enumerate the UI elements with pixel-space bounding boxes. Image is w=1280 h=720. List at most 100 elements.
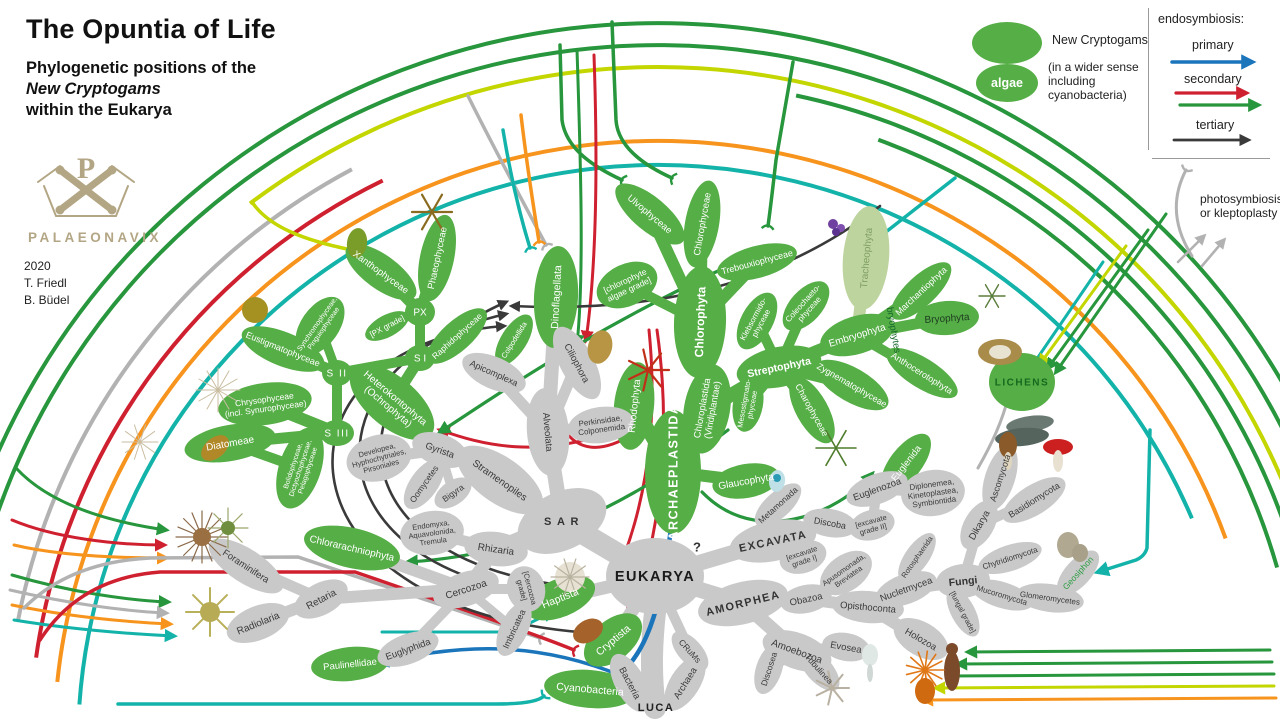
line-g2	[964, 645, 1272, 659]
arc-ch	[248, 65, 1280, 481]
pad-mesostigmato-phyceae	[732, 376, 764, 432]
label-eukarya: EUKARYA	[615, 569, 695, 585]
human-head-icon	[946, 643, 958, 655]
pad-apusomonada-breviatea	[820, 550, 872, 596]
label-alveolata: Alveolata	[540, 412, 554, 453]
fly-agaric-stem-icon	[1053, 450, 1063, 472]
pad-glaucophyta	[712, 463, 780, 499]
pad-metamonada	[754, 483, 802, 527]
legend-endosymbiosis-title: endosymbiosis:	[1158, 12, 1245, 26]
credit-author1: T. Friedl	[24, 275, 67, 290]
pad-holozoa	[893, 617, 949, 661]
fly-agaric-cap-icon	[1043, 439, 1073, 455]
line-g2	[1053, 212, 1168, 376]
pad-perkinsidae-colponemida	[568, 406, 634, 444]
arc-rd	[34, 178, 384, 658]
legend-divider	[1148, 8, 1149, 150]
subtitle-line2: New Cryptogams	[26, 80, 161, 99]
line-g2	[10, 573, 172, 609]
label-endomyxa-aquavolonida-tremula: Endomyxa,Aquavolonida,Tremula	[407, 517, 458, 549]
radiolarian-body-icon	[193, 528, 211, 546]
subtitle-line1: Phylogenetic positions of the	[26, 59, 257, 77]
legend-new-cryptogams-swatch	[972, 22, 1042, 64]
label-px: PX	[413, 308, 427, 319]
line-gy	[22, 555, 546, 646]
line-g2	[571, 48, 585, 348]
pad-glomeromycetes	[1016, 583, 1084, 613]
pad-radiolaria	[226, 602, 290, 644]
pad-phaeophyceae	[418, 214, 456, 302]
pad-archaeplastida	[645, 410, 701, 534]
brown-seaweed-icon	[410, 193, 454, 231]
pad-trebouxiophyceae	[717, 243, 797, 281]
label-lichens: LICHENS	[995, 378, 1049, 389]
pad-chlorophyceae	[683, 180, 721, 268]
pad-bolidophyceae-dictyochophyceae-pelagophyceae	[276, 427, 324, 509]
line-ch	[250, 200, 357, 258]
line-te	[501, 128, 538, 254]
legend-primary-label: primary	[1192, 38, 1234, 52]
legend-algae-swatch: algae	[976, 64, 1038, 102]
arc-te	[77, 162, 1194, 705]
pad-gyrista	[412, 431, 468, 469]
chlorarachniophyte-body-icon	[221, 521, 235, 535]
line-te	[116, 689, 551, 706]
pad-px	[405, 298, 435, 326]
pad-euglyphida	[377, 631, 439, 667]
pad-s-i	[405, 345, 435, 371]
acantharian-body-icon	[200, 602, 220, 622]
pad-chlorophyte-algae-grade	[596, 261, 658, 309]
page-title: The Opuntia of Life	[26, 14, 276, 44]
shelf-fungus-icon	[1006, 415, 1054, 433]
pad-xanthophyceae	[345, 243, 417, 301]
line-g2	[14, 466, 170, 536]
pad-dinoflagellata	[533, 246, 579, 348]
morel-cap-icon	[999, 432, 1017, 458]
eustigmatophyte-icon	[242, 297, 268, 323]
diatom-icon	[201, 435, 229, 461]
pad-amorphea	[698, 579, 788, 627]
line-gy	[1176, 233, 1207, 264]
pad-s-ii	[322, 360, 352, 386]
pad-mucoromycota	[971, 579, 1033, 611]
label-rhizaria: Rhizaria	[477, 542, 515, 558]
chrysophyte-tuft2-icon	[121, 424, 159, 460]
label-cyanobacteria: Cyanobacteria	[556, 681, 625, 699]
pad-synchromophyceae-pinguiophyceae	[295, 296, 345, 356]
pad-coleochaeto-phyceae	[782, 281, 830, 331]
line-te	[12, 618, 178, 643]
pad-zygnematophyceae	[815, 359, 889, 411]
line-ch	[1037, 244, 1128, 368]
lichen-center-icon	[989, 345, 1011, 359]
line-rd	[580, 53, 598, 344]
pad-euglenozoa	[846, 471, 908, 507]
label-node: ?	[693, 540, 701, 555]
xanthophyte-icon	[346, 228, 368, 258]
line-te	[1029, 260, 1105, 370]
page-subtitle: Phylogenetic positions of the New Crypto…	[26, 58, 256, 121]
pad-basidiomycota	[1002, 477, 1066, 523]
charophyte-icon	[815, 429, 857, 467]
coral-icon	[815, 670, 850, 706]
label-dinoflagellata: Dinoflagellata	[549, 265, 564, 329]
label-bryophyta: Bryophyta	[924, 312, 970, 326]
legend-tertiary-label: tertiary	[1196, 118, 1235, 132]
arc-g2	[877, 137, 1280, 569]
pad-nucletmycea	[875, 571, 937, 607]
pad-rhizaria	[464, 531, 528, 567]
line-te	[1093, 428, 1152, 577]
arc-g2	[795, 93, 1280, 519]
legend-algae-note: (in a wider sense including cyanobacteri…	[1048, 60, 1139, 103]
label-opisthoconta: Opisthoconta	[840, 600, 897, 616]
pad-lichens	[989, 353, 1055, 411]
arc-g2	[0, 21, 1280, 453]
pad-ciliophora	[552, 326, 602, 400]
coccolithophore-spines-icon	[550, 558, 590, 596]
pad-tracheophyta	[842, 206, 890, 310]
legend-divider2	[1152, 158, 1270, 159]
line-rd	[10, 518, 168, 552]
credit-author2: B. Büdel	[24, 292, 70, 307]
